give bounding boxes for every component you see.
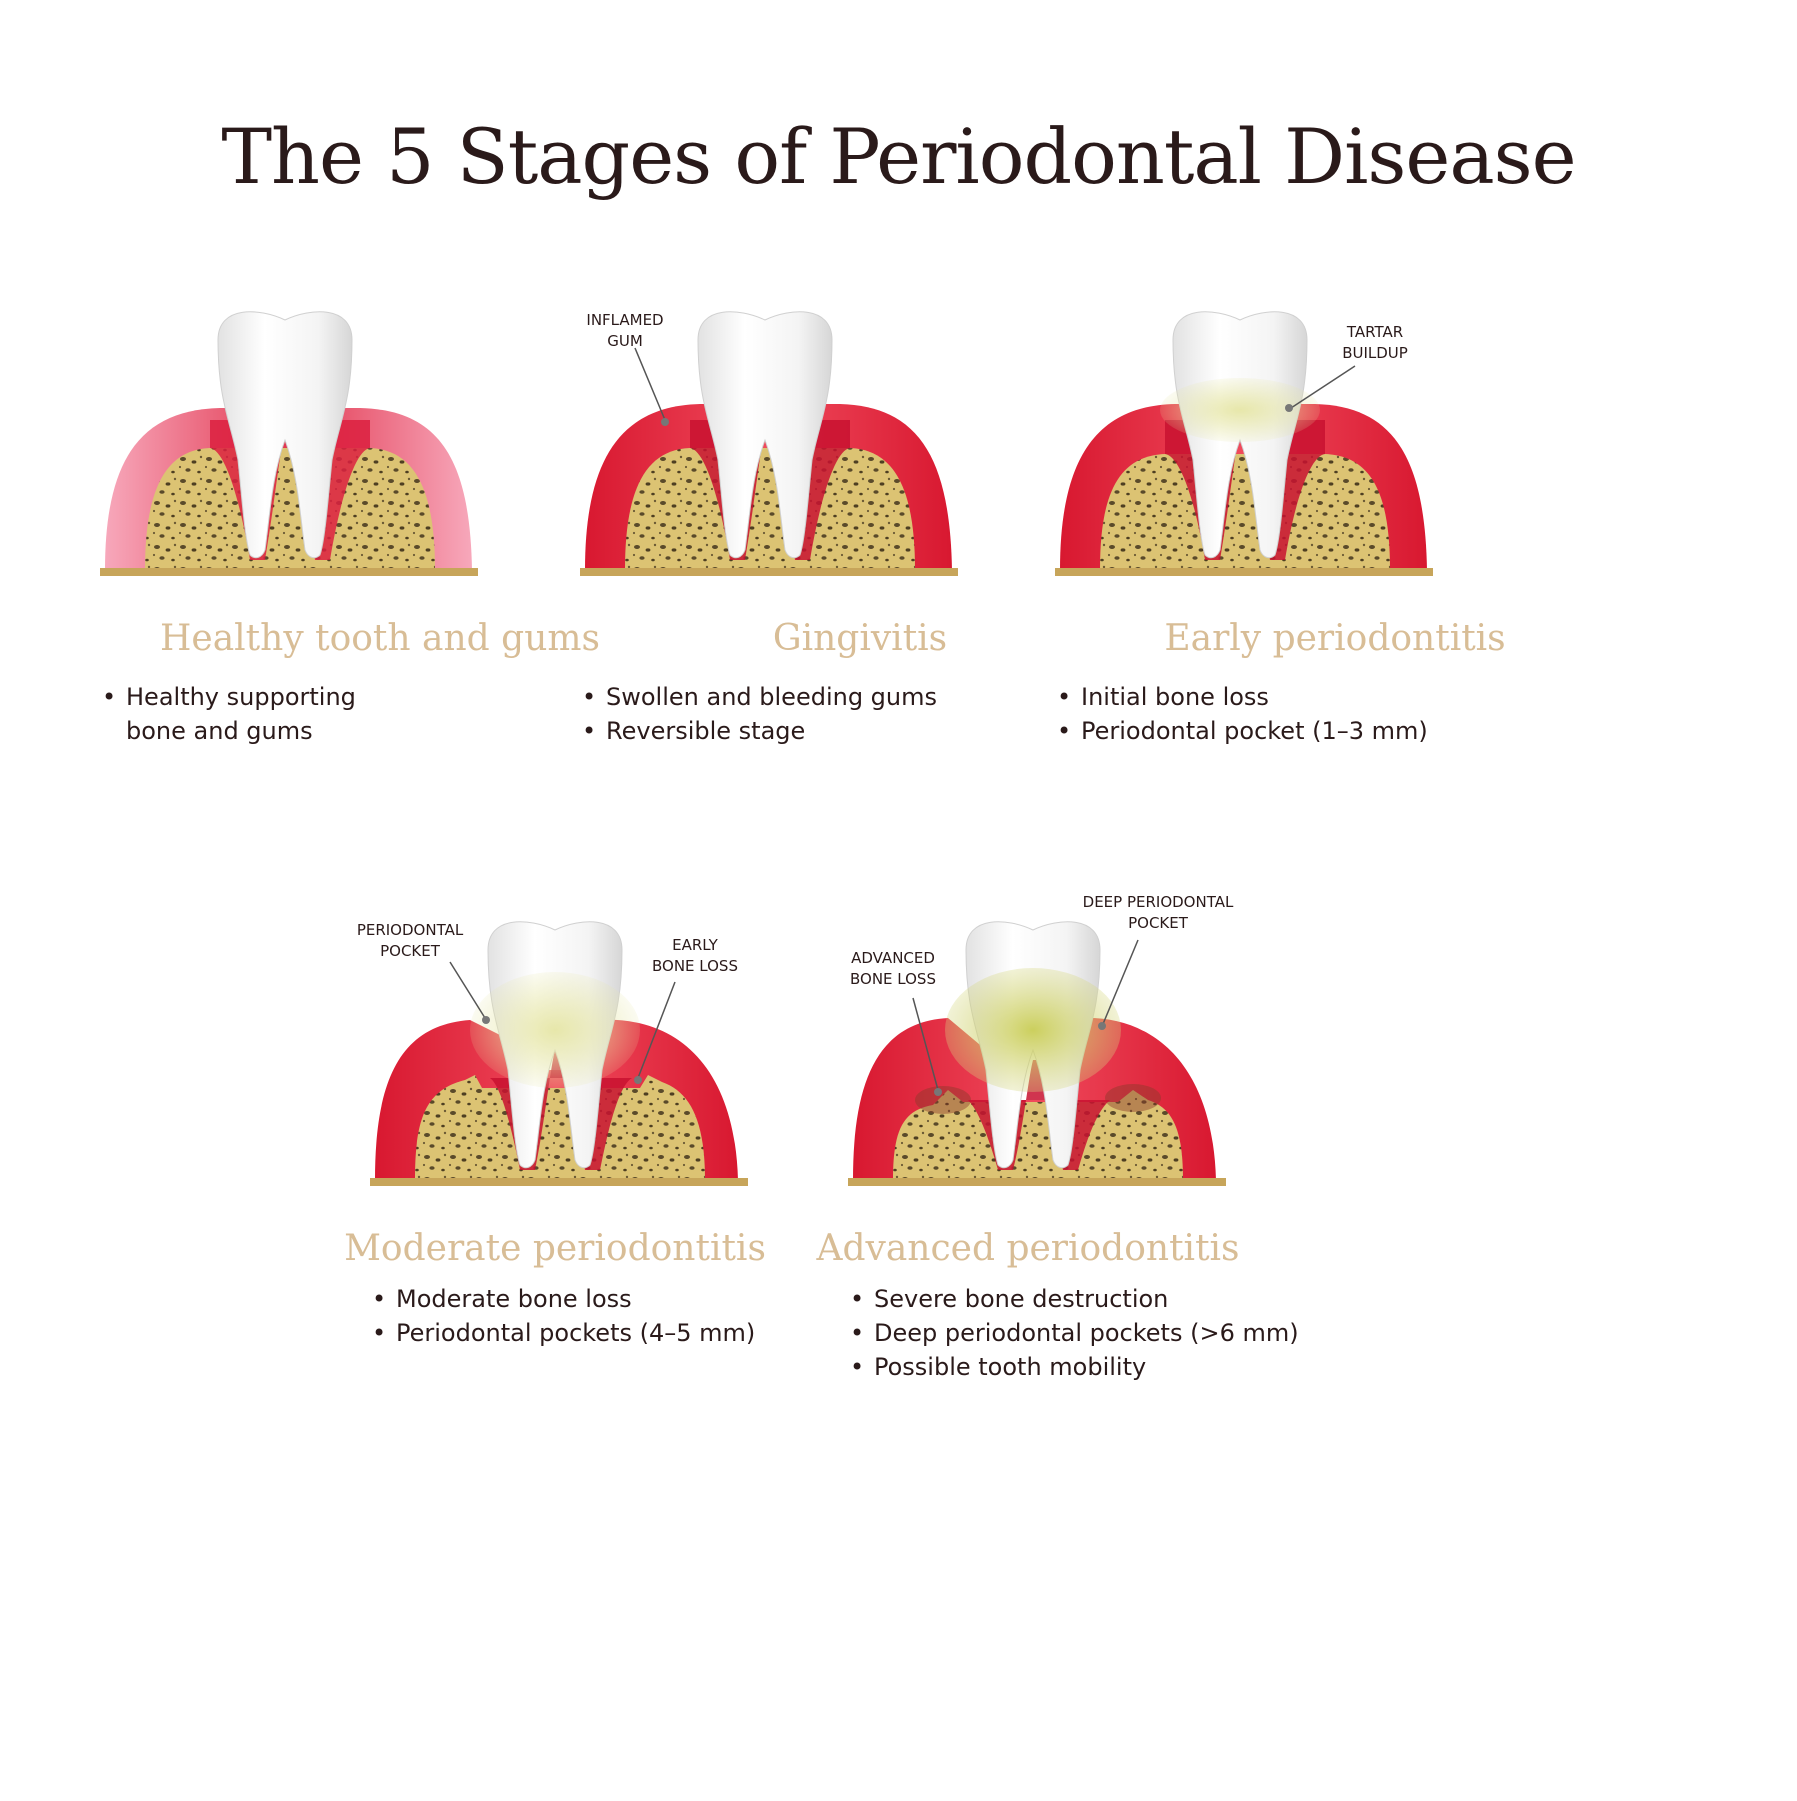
bullet-item: Deep periodontal pockets (>6 mm) (848, 1316, 1308, 1350)
bullet-item: Severe bone destruction (848, 1282, 1308, 1316)
callout-line (1102, 939, 1139, 1025)
bullet-item: Reversible stage (580, 714, 940, 748)
bullet-item: Moderate bone loss (370, 1282, 790, 1316)
tooth (217, 311, 353, 559)
bone (1100, 454, 1390, 570)
bullet-item: Periodontal pockets (4–5 mm) (370, 1316, 790, 1350)
stage-title-moderate: Moderate periodontitis (344, 1228, 766, 1269)
callout-line (912, 997, 939, 1091)
early-periodontitis-illustration (1055, 311, 1433, 576)
callout-line (1290, 365, 1356, 409)
bullet-list-gingivitis: Swollen and bleeding gums Reversible sta… (580, 680, 940, 748)
callout-line (449, 961, 486, 1019)
bullet-item: Healthy supporting bone and gums (100, 680, 420, 748)
tooth (697, 311, 833, 559)
tartar (1160, 378, 1320, 442)
stage-title-gingivitis: Gingivitis (772, 618, 948, 659)
bone (415, 1075, 705, 1180)
healthy-tooth-illustration (100, 311, 478, 576)
bullet-item: Possible tooth mobility (848, 1350, 1308, 1384)
bullet-item: Swollen and bleeding gums (580, 680, 940, 714)
bullet-list-moderate: Moderate bone loss Periodontal pockets (… (370, 1282, 790, 1350)
callout-line (637, 981, 676, 1079)
bone (893, 1090, 1183, 1180)
stage-panel-healthy: Healthy tooth and gums Healthy supportin… (100, 300, 660, 760)
bullet-list-advanced: Severe bone destruction Deep periodontal… (848, 1282, 1308, 1384)
stage-title-advanced: Advanced periodontitis (816, 1228, 1240, 1269)
bullet-list-early: Initial bone loss Periodontal pocket (1–… (1055, 680, 1475, 748)
advanced-periodontitis-illustration (848, 921, 1226, 1186)
tartar (470, 972, 640, 1088)
bone (625, 448, 915, 570)
stage-title-early: Early periodontitis (1164, 618, 1506, 659)
bullet-list-healthy: Healthy supporting bone and gums (100, 680, 420, 748)
bullet-item: Periodontal pocket (1–3 mm) (1055, 714, 1475, 748)
tartar (945, 968, 1121, 1092)
bullet-item: Initial bone loss (1055, 680, 1475, 714)
gingivitis-tooth-illustration (580, 311, 958, 576)
moderate-periodontitis-illustration (370, 921, 748, 1186)
stage-title-healthy: Healthy tooth and gums (160, 618, 600, 659)
page-title: The 5 Stages of Periodontal Disease (221, 112, 1576, 201)
bone (145, 448, 435, 570)
callout-line (634, 347, 666, 421)
